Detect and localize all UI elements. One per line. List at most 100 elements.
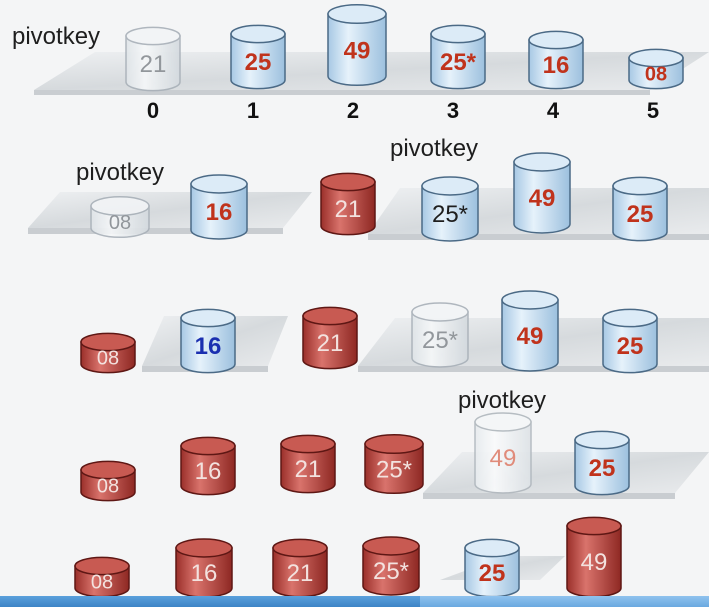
cylinder-top <box>612 176 668 196</box>
cylinder-fixed: 08 <box>80 460 136 502</box>
cylinder-value: 21 <box>140 51 167 78</box>
cylinder-value: 21 <box>287 560 314 587</box>
index-label: 4 <box>547 98 560 123</box>
cylinder-top <box>280 434 336 454</box>
cylinder-body <box>574 439 630 496</box>
cylinder-value: 49 <box>529 185 556 212</box>
cylinder-top <box>190 174 248 194</box>
cylinder-fixed: 16 <box>180 436 236 496</box>
cylinder-pivot_red: 49 <box>474 412 532 494</box>
cylinder-body <box>230 33 286 90</box>
cylinder-value: 08 <box>97 476 119 498</box>
cylinder-body <box>528 39 584 90</box>
cylinder-top <box>566 516 622 536</box>
cylinder-value: 25 <box>627 201 654 228</box>
cylinder-normal: 25 <box>602 308 658 374</box>
cylinder-value: 25 <box>245 49 272 76</box>
cylinders: 21 25 49 25* 16 08 08 16 21 25* 49 25 08 16 21 25* 49 25 0… <box>74 3 684 598</box>
cylinder-top <box>230 24 286 44</box>
cylinder-top <box>320 172 376 192</box>
labels: pivotkey pivotkey pivotkey pivotkey 0 1 … <box>12 23 659 414</box>
cylinder-body <box>411 311 469 368</box>
cylinder-body <box>180 317 236 374</box>
cylinder-value: 25* <box>432 201 468 228</box>
cylinder-value: 08 <box>109 212 131 234</box>
cylinder-pivot: 21 <box>125 26 181 92</box>
cylinder-top <box>574 430 630 450</box>
cylinder-top <box>125 26 181 46</box>
cylinder-value: 49 <box>517 323 544 350</box>
cylinder-body <box>125 35 181 92</box>
cylinder-top <box>272 538 328 558</box>
cylinder-value: 08 <box>645 64 667 86</box>
cylinder-normal: 49 <box>501 290 559 372</box>
cylinder-top <box>628 48 684 68</box>
cylinder-body <box>364 443 424 495</box>
cylinder-top <box>474 412 532 432</box>
cylinder-normal: 49 <box>327 3 387 87</box>
cylinder-top <box>327 3 387 25</box>
cylinder-body <box>302 315 358 370</box>
pivotkey-label: pivotkey <box>458 387 546 414</box>
index-label: 5 <box>647 98 659 123</box>
cylinder-value: 16 <box>191 560 218 587</box>
cylinder-body <box>327 13 387 87</box>
cylinder-body <box>362 545 420 596</box>
cylinder-value: 49 <box>490 445 517 472</box>
cylinder-top <box>421 176 479 196</box>
pivotkey-label: pivotkey <box>76 159 164 186</box>
cylinder-normal: 25 <box>612 176 668 242</box>
cylinder-value: 16 <box>195 458 222 485</box>
cylinder-normal: 49 <box>513 152 571 234</box>
cylinder-top <box>411 302 469 322</box>
cylinder-fixed: 21 <box>272 538 328 598</box>
platform-row-4-edge <box>423 493 675 499</box>
cylinder-value: 25* <box>422 327 458 354</box>
cylinder-value: 21 <box>295 456 322 483</box>
cylinder-highlight: 16 <box>180 308 236 374</box>
cylinder-fixed: 21 <box>320 172 376 236</box>
cylinder-pivot: 25* <box>411 302 469 368</box>
cylinder-pivot: 08 <box>90 195 150 239</box>
cylinder-body <box>474 421 532 494</box>
cylinder-body <box>280 443 336 494</box>
cylinder-fixed: 25* <box>362 536 420 596</box>
cylinder-top <box>80 460 136 480</box>
cylinder-value: 21 <box>335 196 362 223</box>
cylinder-top <box>430 24 486 44</box>
cylinder-top <box>362 536 420 556</box>
cylinder-normal: 25* <box>430 24 486 90</box>
cylinder-body <box>180 445 236 496</box>
index-label: 1 <box>247 98 259 123</box>
cylinder-fixed: 49 <box>566 516 622 598</box>
cylinder-value: 16 <box>206 199 233 226</box>
cylinder-normal: 16 <box>190 174 248 240</box>
cylinder-body <box>513 161 571 234</box>
cylinder-value: 49 <box>344 37 371 64</box>
cylinder-value: 21 <box>317 330 344 357</box>
cylinder-top <box>513 152 571 172</box>
index-label: 3 <box>447 98 459 123</box>
cylinder-value: 16 <box>195 333 222 360</box>
bottom-bar <box>0 596 709 607</box>
cylinder-body <box>320 181 376 236</box>
cylinder-top <box>302 306 358 326</box>
cylinder-value: 25* <box>373 558 409 585</box>
cylinder-top <box>80 332 136 352</box>
cylinder-plain: 25* <box>421 176 479 242</box>
platform-row-4 <box>423 452 709 493</box>
cylinder-normal: 25 <box>464 538 520 598</box>
cylinder-body <box>190 183 248 240</box>
cylinder-value: 08 <box>91 572 113 594</box>
cylinder-normal: 16 <box>528 30 584 90</box>
index-label: 0 <box>147 98 159 123</box>
cylinder-normal: 25 <box>574 430 630 496</box>
cylinder-value: 25 <box>479 560 506 587</box>
cylinder-top <box>180 308 236 328</box>
cylinder-value: 16 <box>543 52 570 79</box>
cylinder-value: 08 <box>97 348 119 370</box>
cylinder-value: 49 <box>581 549 608 576</box>
cylinder-body <box>612 185 668 242</box>
cylinder-fixed: 08 <box>80 332 136 374</box>
